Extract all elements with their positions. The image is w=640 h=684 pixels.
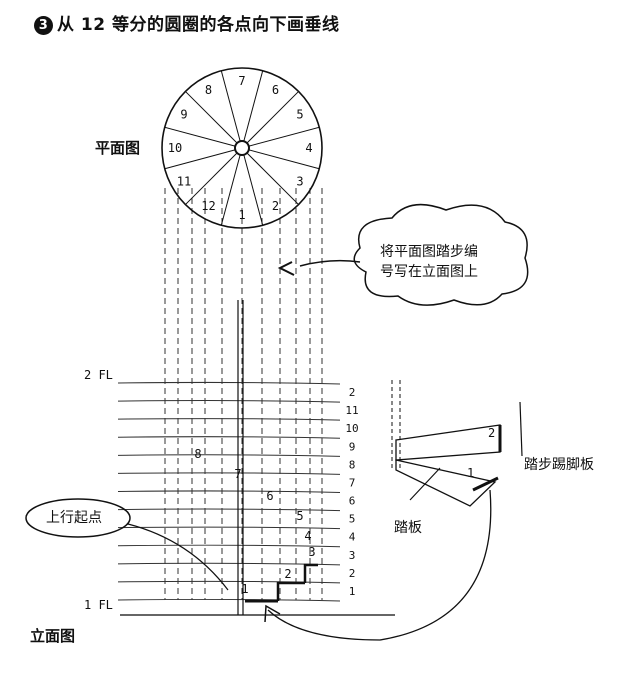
level-number-1: 1	[349, 585, 356, 598]
circle-number-6: 6	[272, 83, 279, 97]
level-number-9: 9	[349, 440, 356, 453]
level-line	[117, 400, 341, 403]
riser-label: 踏步踢脚板	[524, 457, 594, 473]
detail-step-2: 2	[488, 426, 496, 440]
cloud-note-line-2: 号写在立面图上	[380, 264, 478, 280]
cloud-arrow-shaft	[299, 259, 361, 267]
start-note-bubble	[25, 498, 131, 538]
tread-label: 踏板	[394, 520, 422, 536]
circle-number-8: 8	[205, 83, 212, 97]
level-line	[117, 418, 341, 421]
level-number-11: 11	[345, 404, 358, 417]
cloud-note: 将平面图踏步编 号写在立面图上	[380, 242, 478, 282]
plan-division-line	[241, 70, 264, 149]
level-number-5: 5	[349, 513, 356, 526]
circle-number-4: 4	[305, 141, 312, 155]
circle-number-10: 10	[168, 141, 182, 155]
floor-label-1fl: 1 FL	[84, 598, 113, 612]
detail-post	[391, 380, 401, 470]
circle-number-2: 2	[272, 199, 279, 213]
plan-division-line	[241, 147, 299, 205]
level-number-7: 7	[349, 476, 356, 489]
level-line	[117, 490, 341, 493]
circle-number-11: 11	[177, 175, 191, 189]
circle-number-7: 7	[238, 74, 245, 88]
step-2-tread	[276, 581, 305, 601]
plan-division-line	[241, 147, 320, 170]
elevation-step-4: 4	[304, 529, 311, 543]
level-number-2: 2	[349, 567, 356, 580]
plan-view-label: 平面图	[95, 139, 141, 157]
circle-number-9: 9	[180, 108, 187, 122]
level-line	[117, 580, 341, 584]
level-line	[117, 544, 341, 548]
level-line	[117, 436, 341, 439]
tread-leader-line	[409, 467, 441, 501]
level-line	[117, 598, 341, 602]
start-note: 上行起点	[46, 510, 102, 526]
level-number-3: 3	[349, 549, 356, 562]
elevation-step-5: 5	[296, 509, 303, 523]
elevation-step-2: 2	[284, 567, 291, 581]
level-number-2: 2	[349, 386, 356, 399]
level-line	[117, 454, 341, 457]
detail-step-2-outline	[395, 424, 501, 461]
step-number-badge: 3	[34, 16, 53, 35]
level-line	[117, 381, 341, 385]
level-line	[117, 508, 341, 512]
detail-connector-curve	[267, 489, 492, 641]
step-3-tread	[303, 563, 318, 583]
plan-division-line	[185, 147, 243, 205]
level-line	[117, 472, 341, 475]
circle-number-12: 12	[201, 199, 215, 213]
level-number-10: 10	[345, 422, 358, 435]
level-number-6: 6	[349, 495, 356, 508]
circle-number-1: 1	[238, 208, 245, 222]
plan-division-line	[220, 147, 243, 226]
floor-label-2fl: 2 FL	[84, 368, 113, 382]
level-line	[117, 526, 341, 530]
projection-lines	[164, 188, 323, 600]
plan-division-line	[220, 70, 243, 149]
elevation-step-3: 3	[308, 545, 315, 559]
elevation-step-6: 6	[266, 489, 273, 503]
plan-outline	[161, 67, 323, 229]
circle-number-5: 5	[296, 108, 303, 122]
elevation-step-8: 8	[194, 447, 201, 461]
cloud-arrow-head	[277, 261, 295, 276]
plan-division-line	[241, 126, 320, 149]
cloud-note-line-1: 将平面图踏步编	[380, 244, 478, 260]
plan-division-line	[241, 147, 264, 226]
plan-division-line	[241, 91, 299, 149]
title-text: 从 12 等分的圆圈的各点向下画垂线	[57, 15, 340, 35]
elevation-level-lines	[117, 381, 395, 616]
level-number-4: 4	[349, 531, 356, 544]
detail-edge-line	[519, 401, 523, 457]
cloud-outline	[353, 203, 529, 306]
start-leader-line	[127, 523, 229, 591]
detail-connector-arrow	[264, 604, 281, 623]
center-post	[234, 140, 250, 156]
detail-step-1-outline	[395, 459, 497, 507]
elevation-step-1: 1	[241, 582, 248, 596]
detail-step-1: 1	[467, 466, 475, 480]
level-number-8: 8	[349, 458, 356, 471]
plan-division-line	[164, 126, 243, 149]
plan-division-line	[185, 91, 243, 149]
detail-risers	[472, 425, 502, 492]
plan-division-line	[164, 147, 243, 170]
circle-number-3: 3	[296, 175, 303, 189]
elevation-view-label: 立面图	[30, 627, 76, 645]
elevation-step-7: 7	[234, 467, 241, 481]
